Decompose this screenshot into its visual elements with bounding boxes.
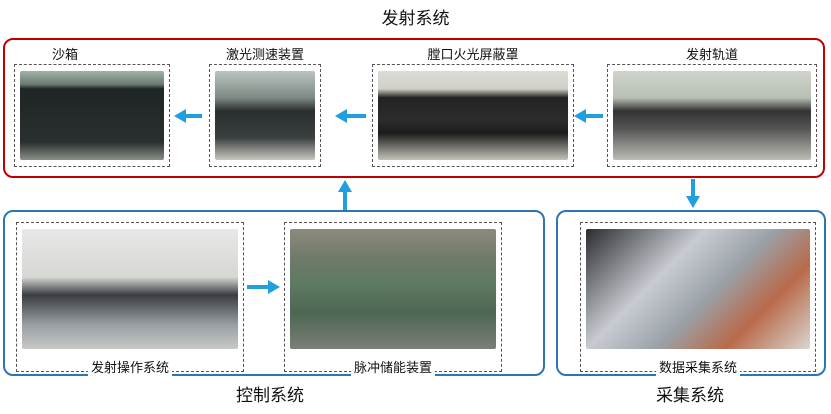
muzzle-flash-shield-label: 膛口火光屏蔽罩 [424, 44, 522, 63]
muzzle-flash-shield-box [372, 64, 574, 167]
acquisition-system-group: 数据采集系统 [556, 210, 826, 376]
laser-velocimeter-label: 激光测速装置 [222, 44, 308, 63]
data-acquisition-photo [586, 229, 810, 349]
control-system-title: 控制系统 [236, 386, 304, 406]
muzzle-flash-shield-photo [378, 71, 568, 160]
launch-rail-label: 发射轨道 [682, 44, 742, 63]
launch-system-group: 沙箱 激光测速装置 膛口火光屏蔽罩 发射轨道 [3, 38, 825, 178]
acquisition-system-title: 采集系统 [656, 386, 724, 406]
launch-system-title: 发射系统 [381, 9, 450, 29]
sandbox-box [14, 64, 170, 167]
pulse-energy-storage-photo [290, 229, 496, 349]
laser-velocimeter-box [209, 64, 321, 167]
data-acquisition-label: 数据采集系统 [655, 357, 741, 376]
laser-velocimeter-photo [215, 71, 315, 160]
launch-rail-photo [613, 71, 811, 160]
pulse-energy-storage-label: 脉冲储能装置 [350, 357, 436, 376]
launch-rail-box [607, 64, 817, 167]
launch-operation-label: 发射操作系统 [87, 357, 173, 376]
control-system-group: 发射操作系统 脉冲储能装置 [3, 210, 545, 376]
sandbox-photo [20, 71, 164, 160]
sandbox-label: 沙箱 [48, 44, 82, 63]
launch-operation-photo [22, 229, 238, 349]
launch-operation-box [16, 222, 244, 372]
pulse-energy-storage-box [284, 222, 502, 372]
data-acquisition-box [580, 222, 816, 372]
